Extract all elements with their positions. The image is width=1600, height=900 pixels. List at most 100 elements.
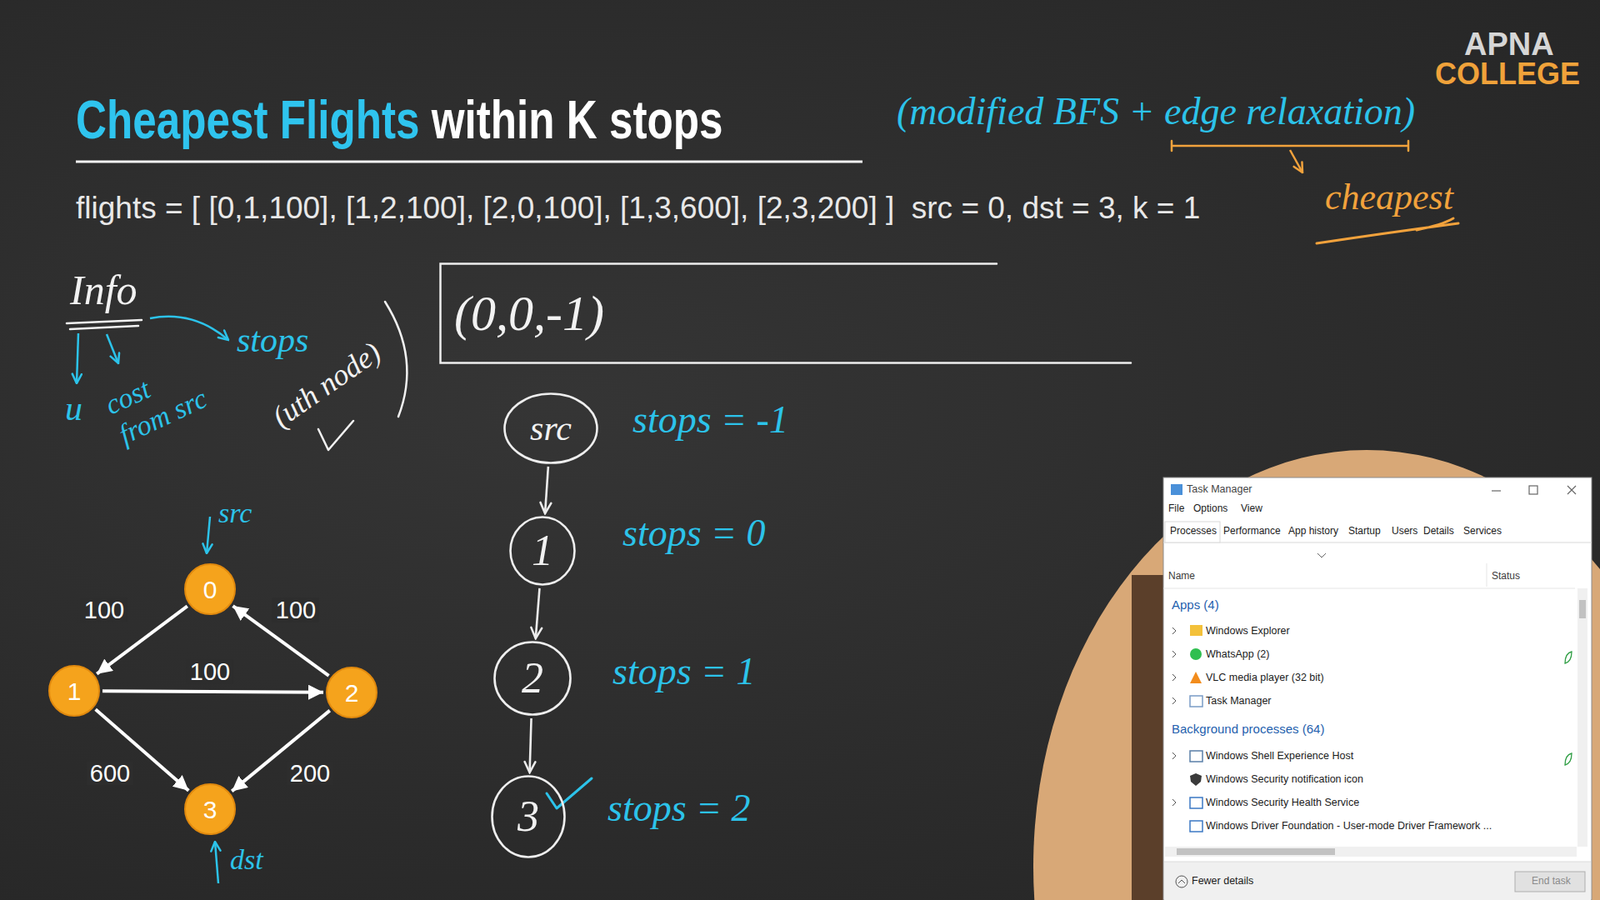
tab-label: Services (1463, 525, 1502, 538)
column-divider (1486, 563, 1488, 587)
menu-item: File (1168, 503, 1185, 515)
node-circle (495, 642, 571, 715)
process-icon (1190, 625, 1203, 636)
edge-weight: 200 (286, 761, 334, 786)
flight-arrow (102, 690, 324, 693)
process-icon (1190, 773, 1202, 786)
expand-chevron (1172, 627, 1176, 806)
tab-label: Details (1423, 525, 1455, 538)
node-label: 1 (67, 677, 82, 705)
scroll-thumb (1176, 848, 1335, 855)
tab-label: Startup (1348, 525, 1381, 538)
title-underline (75, 160, 863, 164)
maximize-button (1529, 485, 1538, 495)
tab-label: App history (1288, 525, 1339, 538)
edge-weight: 100 (186, 660, 234, 685)
queue-outline (440, 264, 1132, 364)
node-label: 3 (203, 795, 218, 824)
chalk-underline (66, 320, 142, 324)
process-icon (1190, 648, 1202, 660)
selected-tab (1165, 521, 1220, 543)
queue-box: (0,0,-1) (439, 262, 1131, 365)
stops-note: stops = 1 (612, 650, 756, 695)
node-label: 2 (345, 679, 360, 707)
node-circle (492, 776, 565, 858)
process-name: Task Manager (1205, 695, 1272, 707)
edge-weight: 100 (80, 598, 128, 623)
node-circle (326, 667, 377, 718)
scrollbar (1165, 846, 1577, 857)
column-header: Status (1491, 570, 1520, 583)
status-leaf (1565, 651, 1572, 664)
process-icon (1190, 695, 1203, 707)
scrollbar (1577, 588, 1588, 847)
process-name: Windows Security notification icon (1205, 773, 1364, 785)
queue-entry: (0,0,-1) (454, 285, 605, 341)
tab-line (1163, 542, 1592, 544)
pointer-arrow (215, 841, 219, 884)
pointer-label: src (218, 496, 252, 530)
bfs-node: 2 (493, 640, 572, 716)
slide-title: Cheapest Flights within K stops (75, 93, 724, 147)
process-icon (1190, 750, 1203, 762)
button-label: End task (1531, 875, 1571, 888)
logo-text: COLLEGE (1435, 56, 1580, 91)
details-button (1175, 875, 1188, 888)
title-part: within K stops (420, 90, 724, 150)
group-heading: Background processes (64) (1171, 721, 1325, 736)
details-toggle: Fewer details (1191, 875, 1254, 887)
edge-weight: 600 (86, 761, 134, 786)
process-name: Windows Shell Experience Host (1205, 750, 1354, 762)
graph-node: 1 (48, 665, 100, 717)
node-circle (185, 564, 235, 615)
chalk-arrow (106, 334, 119, 364)
graph-node: 3 (184, 783, 236, 835)
chalk-arrow (76, 333, 79, 384)
node-circle (510, 517, 575, 585)
status-bar (1164, 861, 1591, 900)
menu-item: View (1240, 503, 1263, 515)
bfs-node: 3 (490, 775, 566, 859)
node-circle (185, 784, 235, 835)
menu-item: Options (1193, 503, 1228, 515)
process-name: VLC media player (32 bit) (1205, 671, 1325, 684)
node-circle (49, 665, 100, 716)
end-task-button (1515, 871, 1585, 892)
bfs-node: src (503, 392, 599, 465)
problem-input: flights = [ [0,1,100], [1,2,100], [2,0,1… (75, 190, 1200, 227)
graph-node: 0 (184, 563, 236, 615)
info-item: cost from src (100, 348, 220, 450)
tab-label: Processes (1170, 525, 1217, 538)
group-heading: Apps (4) (1171, 597, 1220, 612)
tab-label: Users (1391, 525, 1418, 538)
process-icon (1190, 820, 1203, 832)
node-circle (505, 394, 598, 464)
process-name: Windows Explorer (1205, 625, 1290, 637)
chalk-arrow (150, 316, 229, 340)
tab-label: Performance (1223, 525, 1281, 538)
node-label: 3 (517, 792, 540, 840)
close-button (1567, 485, 1576, 495)
bfs-arrow (530, 718, 532, 773)
process-name: Windows Security Health Service (1205, 796, 1360, 809)
node-label: 2 (521, 654, 544, 702)
chalk-underline (1316, 218, 1459, 244)
checkmark (318, 420, 354, 450)
bfs-node: 1 (509, 515, 576, 586)
bookshelf (1131, 575, 1164, 900)
details-chevron (1178, 880, 1185, 884)
presenter (1033, 450, 1600, 900)
pointer-label: dst (230, 843, 264, 876)
minimize-button (1491, 490, 1501, 491)
process-name: WhatsApp (2) (1205, 648, 1270, 660)
process-icon (1190, 671, 1202, 684)
window-title: Task Manager (1186, 483, 1253, 495)
scroll-thumb (1579, 600, 1586, 619)
approach-note: (modified BFS + edge relaxation) (896, 90, 1415, 135)
collapse-chevron (1317, 553, 1326, 558)
node-label: 0 (203, 575, 218, 604)
chalk-arrow (1290, 150, 1303, 173)
edge-weight: 100 (272, 598, 320, 623)
column-header: Name (1168, 570, 1195, 583)
orange-bracket (1171, 140, 1409, 151)
